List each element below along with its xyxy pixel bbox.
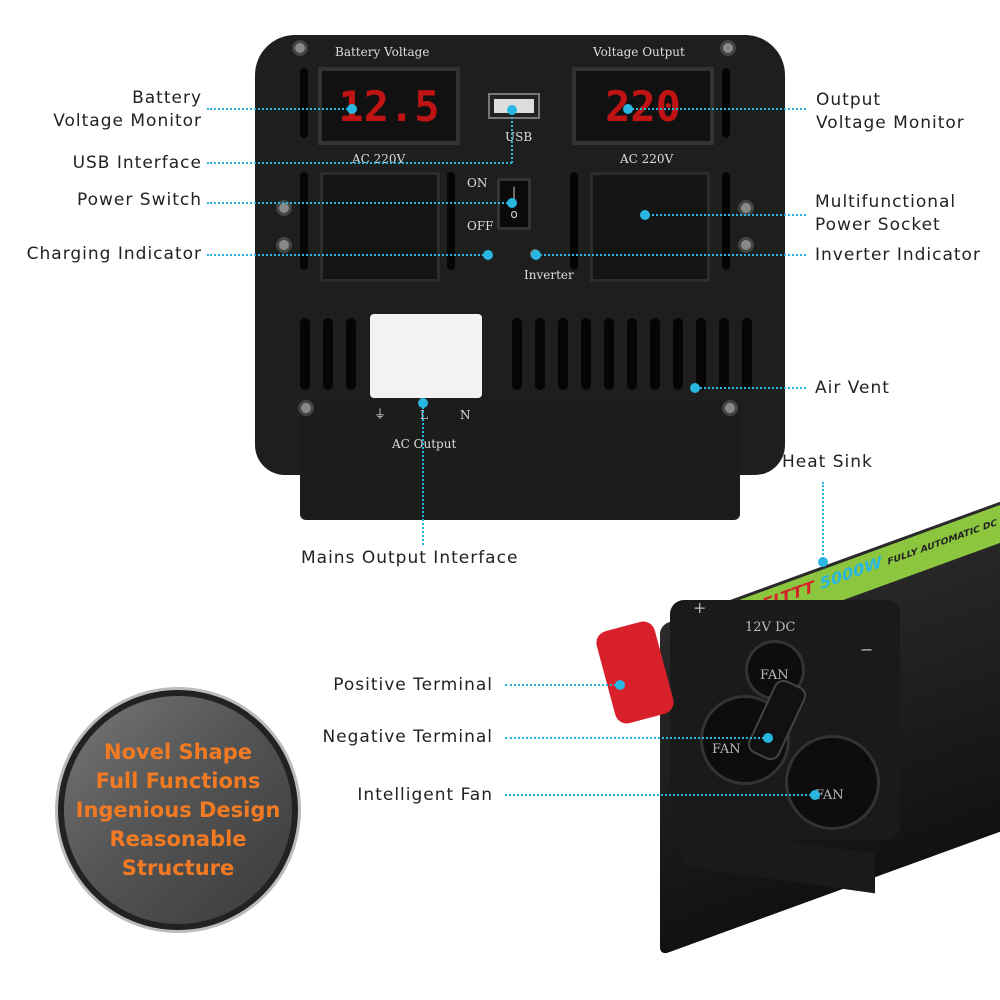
battery-voltage-display: 12.5 bbox=[318, 67, 460, 145]
fan-icon bbox=[785, 735, 880, 830]
ground-caption: ⏚ bbox=[374, 407, 387, 421]
ac-socket-right[interactable] bbox=[590, 172, 710, 282]
ac-socket-left[interactable] bbox=[320, 172, 440, 282]
callout-intelligent-fan: Intelligent Fan bbox=[357, 785, 493, 805]
power-switch[interactable]: |o bbox=[497, 178, 531, 230]
usb-caption: USB bbox=[505, 130, 533, 144]
plus-sign: + bbox=[693, 598, 707, 617]
screw-icon bbox=[292, 40, 308, 56]
badge-line: Full Functions bbox=[95, 768, 261, 793]
output-voltage-display: 220 bbox=[572, 67, 714, 145]
screw-icon bbox=[720, 40, 736, 56]
callout-power-switch: Power Switch bbox=[76, 190, 202, 210]
screw-icon bbox=[722, 400, 738, 416]
screw-icon bbox=[276, 237, 292, 253]
ac-output-caption: AC Output bbox=[392, 437, 457, 451]
minus-sign: − bbox=[860, 640, 874, 659]
callout-mains-output: Mains Output Interface bbox=[301, 548, 519, 568]
callout-heat-sink: Heat Sink bbox=[782, 452, 873, 472]
on-caption: ON bbox=[467, 176, 488, 190]
inverter-base-bracket bbox=[300, 400, 740, 520]
battery-voltage-caption: Battery Voltage bbox=[335, 45, 430, 59]
fan-caption: FAN bbox=[815, 788, 844, 803]
callout-positive-terminal: Positive Terminal bbox=[333, 675, 493, 695]
callout-usb: USB Interface bbox=[72, 153, 202, 173]
badge-line: Reasonable bbox=[109, 826, 247, 851]
n-caption: N bbox=[460, 408, 471, 422]
badge-line: Novel Shape bbox=[104, 739, 252, 764]
ac-caption-right: AC 220V bbox=[620, 152, 674, 166]
callout-negative-terminal: Negative Terminal bbox=[322, 727, 493, 747]
screw-icon bbox=[298, 400, 314, 416]
voltage-output-caption: Voltage Output bbox=[593, 45, 685, 59]
callout-inverter-indicator: Inverter Indicator bbox=[815, 245, 981, 265]
wattage-text: 5000W bbox=[819, 551, 882, 594]
badge-line: Structure bbox=[121, 855, 235, 880]
screw-icon bbox=[276, 200, 292, 216]
callout-air-vent: Air Vent bbox=[815, 378, 890, 398]
inverter-caption: Inverter bbox=[524, 268, 574, 282]
dc-caption: 12V DC bbox=[745, 620, 796, 635]
fan-caption: FAN bbox=[712, 742, 741, 757]
screw-icon bbox=[738, 237, 754, 253]
callout-charging-indicator: Charging Indicator bbox=[26, 244, 202, 264]
badge-line: Ingenious Design bbox=[75, 797, 281, 822]
feature-badge: Novel Shape Full Functions Ingenious Des… bbox=[58, 690, 298, 930]
off-caption: OFF bbox=[467, 219, 494, 233]
terminal-block[interactable] bbox=[370, 314, 482, 398]
